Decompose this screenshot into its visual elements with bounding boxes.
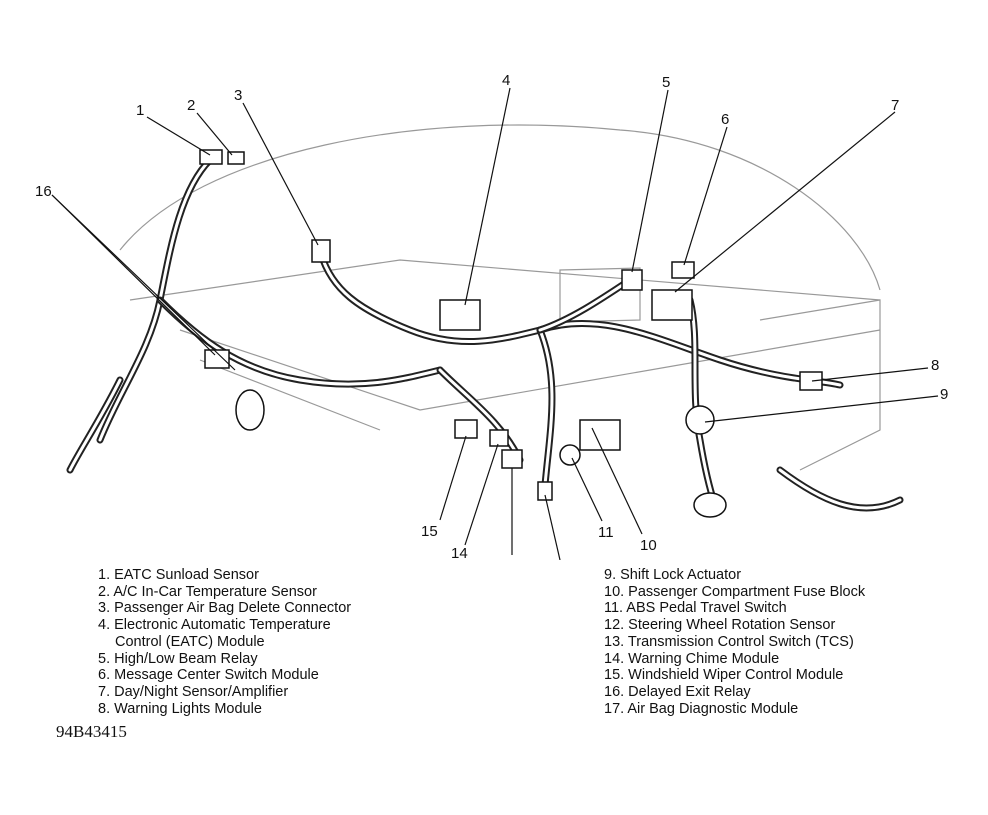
- message-center-switch-part: [671, 261, 695, 279]
- sunload-sensor-part: [199, 149, 223, 165]
- leader-lines: [51, 87, 939, 560]
- wiring-harness-diagram: 1 2 3 4 5 6 7 8 9 10 11 12 13 14 15 16: [35, 72, 948, 560]
- legend-item-3: 3. Passenger Air Bag Delete Connector: [98, 600, 352, 617]
- callout-2: 2: [187, 97, 195, 114]
- callout-9: 9: [940, 386, 948, 403]
- dashboard-outline: [119, 124, 881, 471]
- legend-item-15: 15. Windshield Wiper Control Module: [604, 667, 844, 684]
- legend-item-5: 5. High/Low Beam Relay: [98, 650, 258, 667]
- callout-14: 14: [451, 545, 468, 560]
- warning-lights-module-part: [799, 371, 823, 391]
- legend-item-16: 16. Delayed Exit Relay: [604, 683, 751, 700]
- chime-module-part: [489, 429, 509, 447]
- callout-10: 10: [640, 537, 657, 554]
- day-night-sensor-part: [651, 289, 693, 321]
- legend-item-6: 6. Message Center Switch Module: [98, 667, 319, 684]
- blower-motor-part: [235, 389, 265, 431]
- wiper-module-part: [454, 419, 478, 439]
- legend-left-column: 1. EATC Sunload Sensor 2. A/C In-Car Tem…: [98, 567, 351, 717]
- callout-8: 8: [931, 357, 939, 374]
- shift-lock-actuator-part: [685, 405, 715, 435]
- legend-right-column: 9. Shift Lock Actuator 10. Passenger Com…: [604, 567, 865, 717]
- callout-7: 7: [891, 97, 899, 114]
- callout-6: 6: [721, 111, 729, 128]
- legend-item-10: 10. Passenger Compartment Fuse Block: [604, 583, 866, 600]
- legend-item-4: 4. Electronic Automatic Temperature: [98, 617, 331, 634]
- figure-id: 94B43415: [56, 722, 127, 741]
- main-harness: [66, 156, 904, 512]
- delayed-exit-relay-part: [204, 349, 230, 369]
- callout-3: 3: [234, 87, 242, 104]
- legend-item-11: 11. ABS Pedal Travel Switch: [604, 600, 787, 617]
- tcs-part: [501, 449, 523, 469]
- legend-item-4-cont: Control (EATC) Module: [115, 633, 265, 650]
- callout-5: 5: [662, 74, 670, 91]
- legend-item-13: 13. Transmission Control Switch (TCS): [604, 633, 854, 650]
- legend-item-1: 1. EATC Sunload Sensor: [98, 567, 259, 583]
- callout-1: 1: [136, 102, 144, 119]
- callout-15: 15: [421, 523, 438, 540]
- callout-11: 11: [598, 524, 614, 541]
- legend-item-2: 2. A/C In-Car Temperature Sensor: [98, 583, 317, 600]
- eatc-module-part: [439, 299, 481, 331]
- callout-4: 4: [502, 72, 510, 89]
- brake-switch-part: [693, 492, 727, 518]
- legend-item-8: 8. Warning Lights Module: [98, 700, 262, 717]
- legend-item-14: 14. Warning Chime Module: [604, 650, 780, 667]
- beam-relay-part: [621, 269, 643, 291]
- air-bag-delete-connector-part: [311, 239, 331, 263]
- legend-item-9: 9. Shift Lock Actuator: [604, 567, 742, 583]
- abs-switch-part: [559, 444, 581, 466]
- callout-labels: 1 2 3 4 5 6 7 8 9 10 11 12 13 14 15 16: [35, 72, 948, 560]
- legend-item-7: 7. Day/Night Sensor/Amplifier: [98, 683, 289, 700]
- callout-16: 16: [35, 183, 52, 200]
- steering-sensor-part: [537, 481, 553, 501]
- components: [199, 149, 823, 518]
- legend-item-17: 17. Air Bag Diagnostic Module: [604, 700, 799, 717]
- legend-item-12: 12. Steering Wheel Rotation Sensor: [604, 617, 836, 634]
